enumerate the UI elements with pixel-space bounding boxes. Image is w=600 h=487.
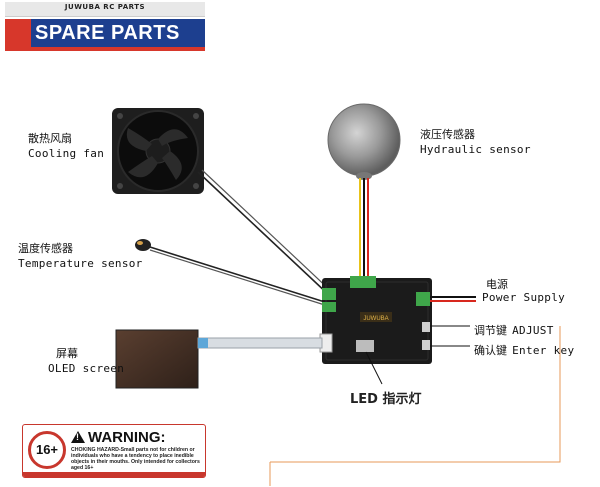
power-label: 电源 — [486, 277, 508, 292]
fan-wire-2 — [201, 169, 333, 293]
temperature-label: 温度传感器 Temperature sensor — [18, 241, 143, 271]
controller-board — [319, 276, 432, 364]
cooling-fan — [112, 108, 204, 194]
guide-line — [270, 326, 561, 463]
hydraulic-label-cn: 液压传感器 — [420, 128, 475, 141]
enter-label: 确认键 Enter key — [474, 339, 574, 358]
hydraulic-sensor — [327, 103, 401, 180]
board-logo: JUWUBA — [363, 316, 388, 322]
power-label-en: Power Supply — [482, 291, 566, 304]
oled-label-cn: 屏幕 — [56, 347, 78, 360]
fan-label: 散热风扇 Cooling fan — [28, 131, 104, 161]
fan-wire-1 — [197, 171, 331, 297]
banner-title: SPARE PARTS — [35, 22, 180, 44]
adjust-label: 调节键 ADJUST — [474, 319, 554, 338]
temperature-label-cn: 温度传感器 — [18, 242, 73, 255]
adjust-label-en: ADJUST — [512, 324, 554, 337]
power-label-en-wrap: Power Supply — [482, 291, 565, 304]
temperature-sensor — [135, 239, 329, 307]
header-banner: JUWUBA RC PARTS SPARE PARTS — [5, 2, 205, 54]
banner-top-strip — [5, 2, 205, 17]
warning-heading: WARNING: — [71, 429, 166, 446]
temperature-label-en: Temperature sensor — [18, 257, 143, 270]
led-label: LED 指示灯 — [350, 392, 422, 407]
led-pointer — [365, 351, 383, 385]
oled-label: 屏幕 OLED screen — [48, 346, 124, 376]
enter-label-en: Enter key — [512, 344, 575, 357]
oled-label-en: OLED screen — [48, 362, 125, 375]
banner-bar — [5, 19, 205, 51]
warning-triangle-icon — [71, 431, 85, 443]
power-label-cn: 电源 — [486, 278, 508, 291]
choking-warning: 16+ WARNING: CHOKING HAZARD-Small parts … — [22, 424, 206, 478]
warning-text: CHOKING HAZARD-Small parts not for child… — [71, 447, 200, 471]
oled-screen — [115, 329, 323, 389]
enter-label-cn: 确认键 — [474, 344, 507, 357]
fan-label-cn: 散热风扇 — [28, 132, 72, 145]
warning-heading-text: WARNING: — [88, 429, 166, 446]
banner-red-tab — [5, 19, 31, 47]
age-badge: 16+ — [28, 431, 66, 469]
hydraulic-label-en: Hydraulic sensor — [420, 143, 531, 156]
warning-ribbon — [23, 472, 205, 477]
brand-name: JUWUBA RC PARTS — [64, 3, 146, 11]
hydraulic-label: 液压传感器 Hydraulic sensor — [420, 127, 531, 157]
fan-label-en: Cooling fan — [28, 147, 105, 160]
adjust-label-cn: 调节键 — [474, 324, 507, 337]
